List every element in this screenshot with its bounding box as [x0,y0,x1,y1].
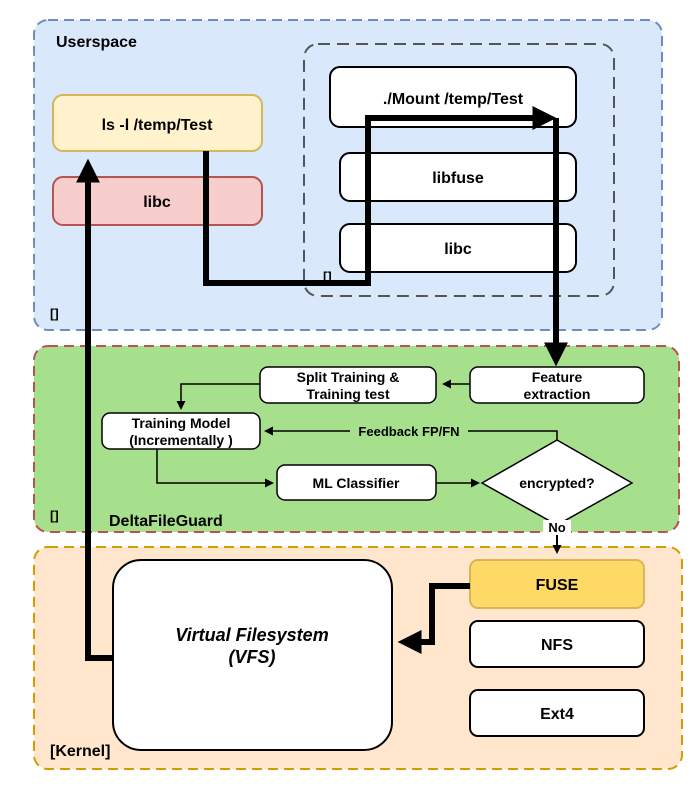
fuse-process-container [303,43,615,297]
deltafileguard-corner-mark: [] [50,508,59,523]
path-mark: [] [323,269,332,284]
fuse-box: FUSE [469,559,645,609]
arrow-split-to-training [176,383,260,410]
vfs-label-line1: Virtual Filesystem [175,625,328,645]
feedback-label-bg [350,424,468,439]
mount-command-label: ./Mount /temp/Test [383,91,524,108]
libc-left-box: libc [52,176,263,226]
nfs-box: NFS [469,620,645,668]
ml-classifier-box: ML Classifier [276,464,437,501]
arrow-vfs-to-ls [76,158,113,661]
libfuse-box: libfuse [339,152,577,202]
ls-command-label: ls -l /temp/Test [102,117,214,134]
ml-classifier-label: ML Classifier [313,475,400,491]
vfs-box: Virtual Filesystem (VFS) [112,559,393,751]
split-training-line1: Split Training & [297,369,400,385]
arrow-training-to-classifier [156,449,274,488]
deltafileguard-label: DeltaFileGuard [109,513,223,530]
libc-left-label: libc [143,194,171,211]
training-model-box: Training Model (Incrementally ) [101,412,261,450]
feedback-label: Feedback FP/FN [358,424,459,439]
split-training-line2: Training test [306,386,390,402]
userspace-corner-mark: [] [50,306,59,321]
libc-right-label: libc [444,241,472,258]
userspace-label: Userspace [56,34,137,51]
ext4-label: Ext4 [540,706,574,723]
libc-right-box: libc [339,223,577,273]
encrypted-decision: encrypted? [480,439,634,526]
ls-command-box: ls -l /temp/Test [52,94,263,152]
training-model-line1: Training Model [132,415,231,431]
arrow-ls-to-mount [203,106,557,286]
kernel-label: [Kernel] [50,743,110,760]
no-label-bg [543,520,571,535]
no-label: No [548,520,565,535]
feature-extraction-line1: Feature [532,369,583,385]
vfs-label-line2: (VFS) [229,647,276,667]
training-model-line2: (Incrementally ) [129,432,232,448]
feature-extraction-box: Feature extraction [469,366,645,404]
libfuse-label: libfuse [432,170,484,187]
mount-command-box: ./Mount /temp/Test [329,66,577,128]
ext4-box: Ext4 [469,689,645,737]
arrow-fuse-to-vfs [397,583,470,654]
fuse-label: FUSE [536,577,579,594]
feature-extraction-line2: extraction [524,386,591,402]
nfs-label: NFS [541,637,573,654]
encrypted-decision-label: encrypted? [519,475,594,491]
split-training-box: Split Training & Training test [259,366,437,404]
